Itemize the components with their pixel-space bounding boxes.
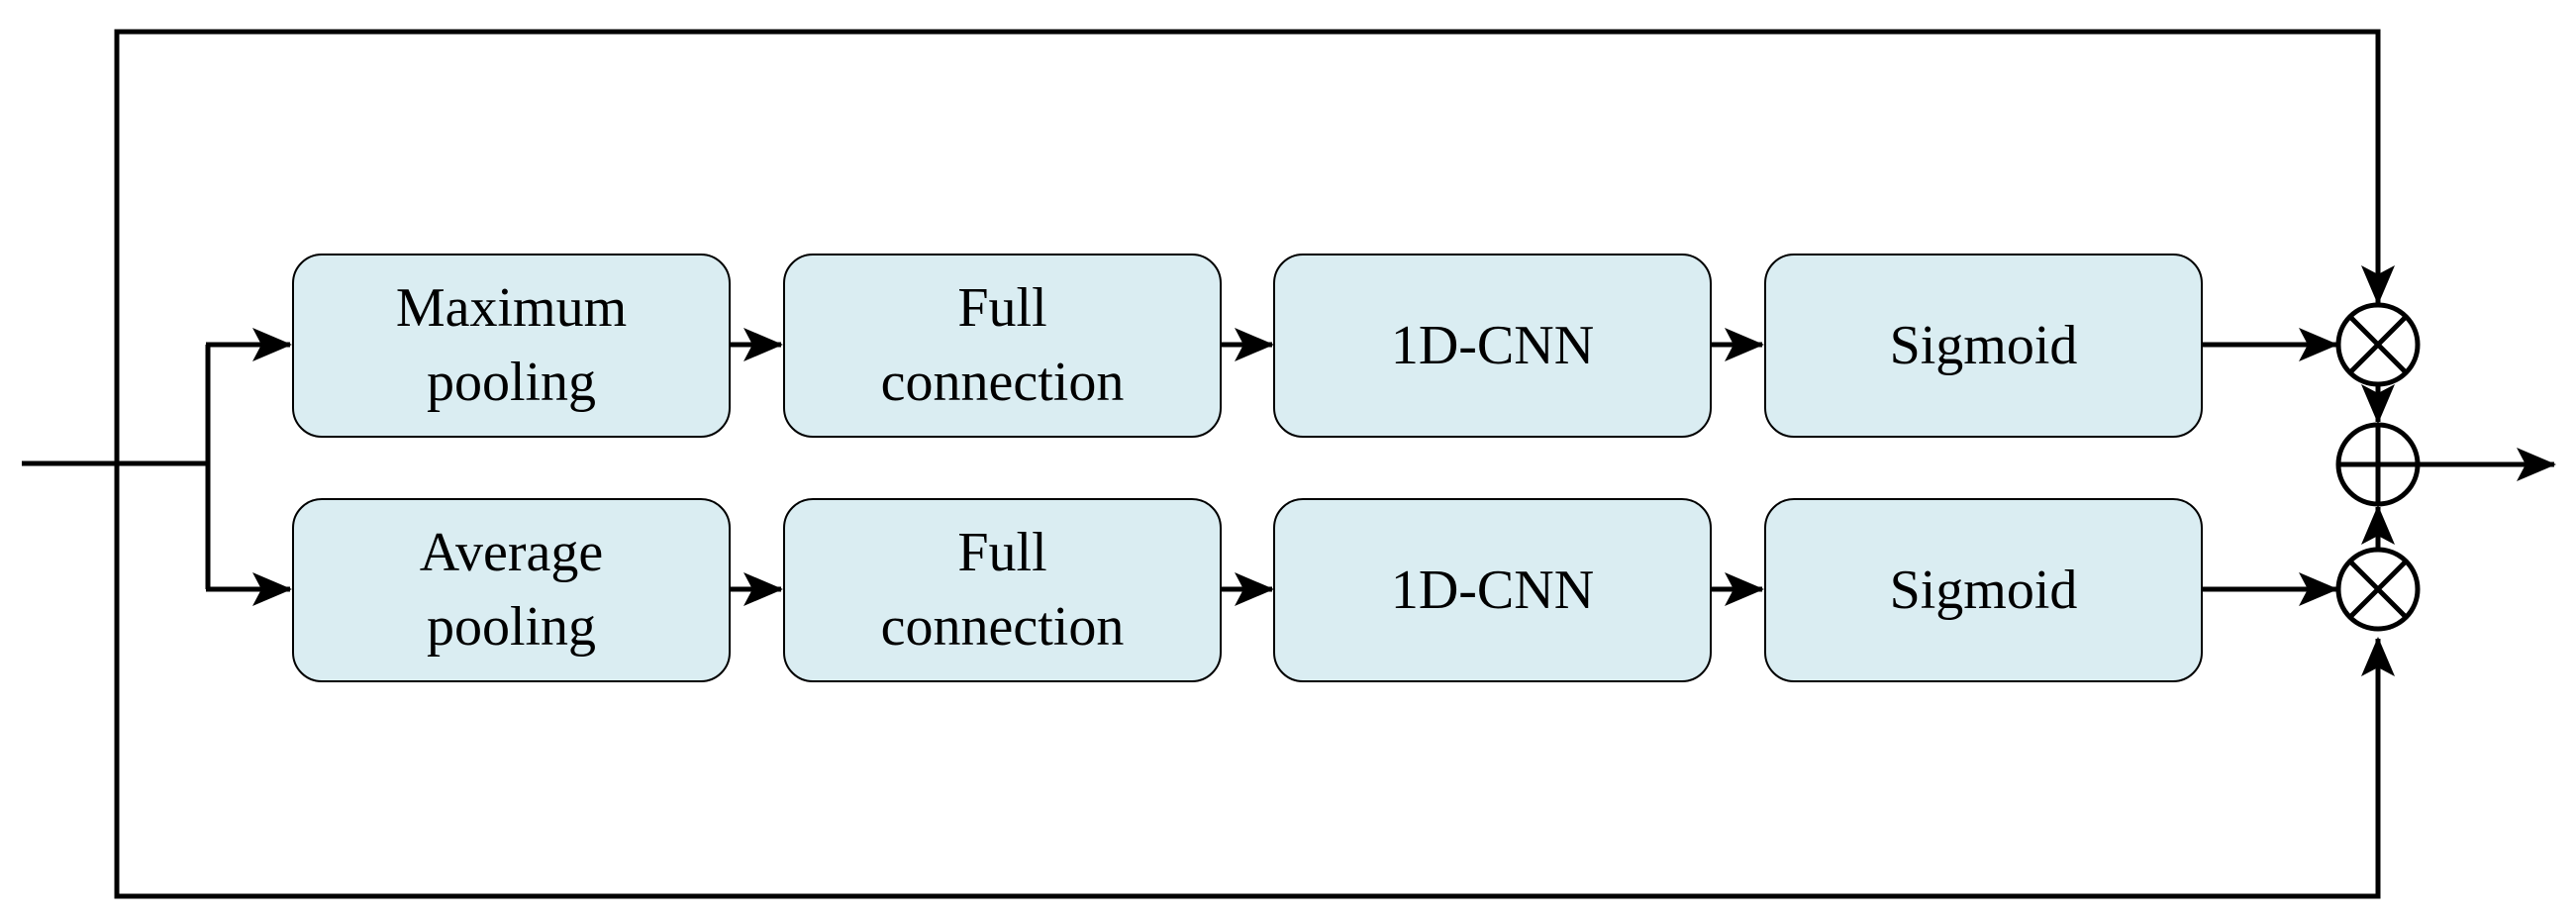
sigmoid-top-label: Sigmoid [1889,314,2078,376]
sigmoid-block-top: Sigmoid [1764,254,2203,438]
average-pooling-label-line2: pooling [426,596,597,658]
average-pooling-block: Average pooling [292,498,731,682]
multiply-bottom-operator [2335,547,2421,632]
multiply-top-operator [2335,302,2421,387]
full-connection-block-bottom: Full connection [783,498,1222,682]
cnn-bottom-label: 1D-CNN [1390,559,1595,621]
full-connection-block-top: Full connection [783,254,1222,438]
full-connection-top-line2: connection [880,352,1125,413]
full-connection-bottom-line2: connection [880,596,1125,658]
sigmoid-bottom-label: Sigmoid [1889,559,2078,621]
sigmoid-block-bottom: Sigmoid [1764,498,2203,682]
cnn-block-bottom: 1D-CNN [1273,498,1712,682]
residual-path-top [114,29,2395,463]
full-connection-bottom-line1: Full [957,522,1047,583]
cnn-block-top: 1D-CNN [1273,254,1712,438]
cnn-top-label: 1D-CNN [1390,314,1595,376]
residual-path-bottom [114,463,2395,899]
add-operator [2335,422,2421,507]
average-pooling-label-line1: Average [419,522,604,583]
full-connection-top-line1: Full [957,277,1047,339]
max-pooling-label-line2: pooling [426,352,597,413]
max-pooling-block: Maximum pooling [292,254,731,438]
max-pooling-label-line1: Maximum [395,277,628,339]
